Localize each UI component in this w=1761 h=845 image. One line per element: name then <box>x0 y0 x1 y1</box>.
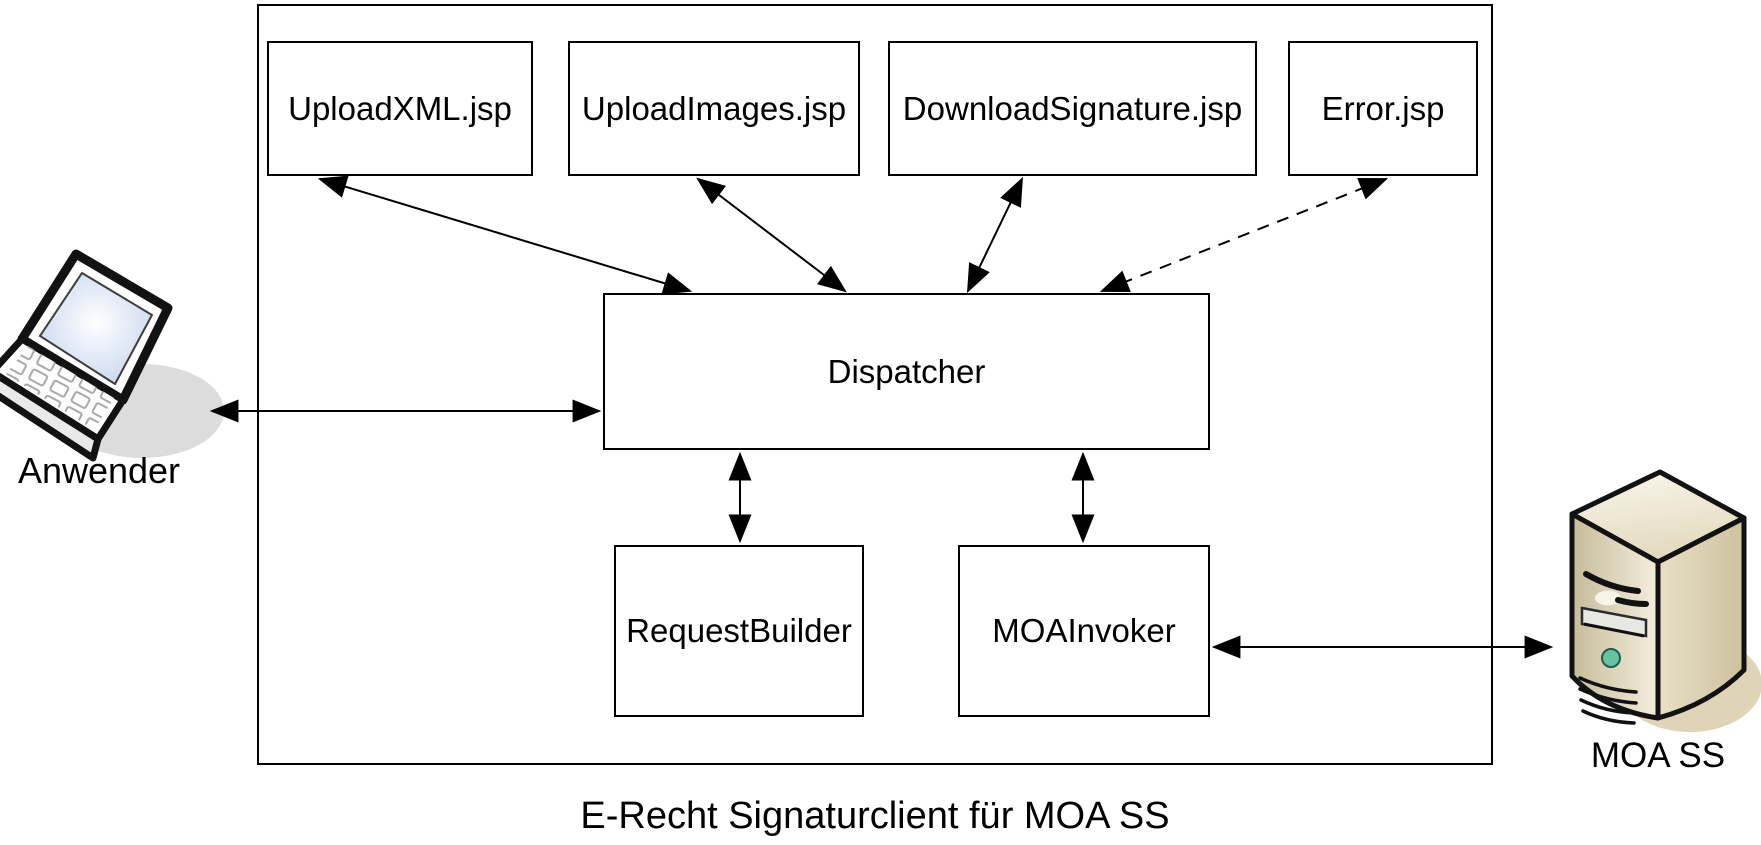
node-dispatcher: Dispatcher <box>603 293 1210 450</box>
server-power-led <box>1601 648 1621 668</box>
system-boundary-box <box>257 4 1493 765</box>
user-actor-label: Anwender <box>17 450 181 491</box>
server-cd-slot <box>1580 606 1648 638</box>
laptop-keys <box>6 346 114 430</box>
server-slit <box>1583 571 1641 594</box>
node-download-signature: DownloadSignature.jsp <box>888 41 1257 176</box>
node-request-builder: RequestBuilder <box>614 545 864 717</box>
node-upload-images: UploadImages.jsp <box>568 41 860 176</box>
server-cd-slot-line <box>1583 622 1645 638</box>
server-actor-label: MOA SS <box>1590 736 1726 775</box>
diagram-caption: E-Recht Signaturclient für MOA SS <box>580 795 1170 837</box>
server-eject-button <box>1595 590 1621 606</box>
server-slit2 <box>1615 597 1649 607</box>
laptop-front-edge <box>0 372 102 462</box>
node-moa-invoker: MOAInvoker <box>958 545 1210 717</box>
server-side-face <box>1655 515 1747 721</box>
node-error: Error.jsp <box>1288 41 1478 176</box>
node-upload-xml: UploadXML.jsp <box>267 41 533 176</box>
server-vents <box>1578 676 1638 725</box>
laptop-screen <box>38 271 154 386</box>
laptop-icon <box>0 249 224 462</box>
server-tower-icon <box>1569 469 1761 732</box>
